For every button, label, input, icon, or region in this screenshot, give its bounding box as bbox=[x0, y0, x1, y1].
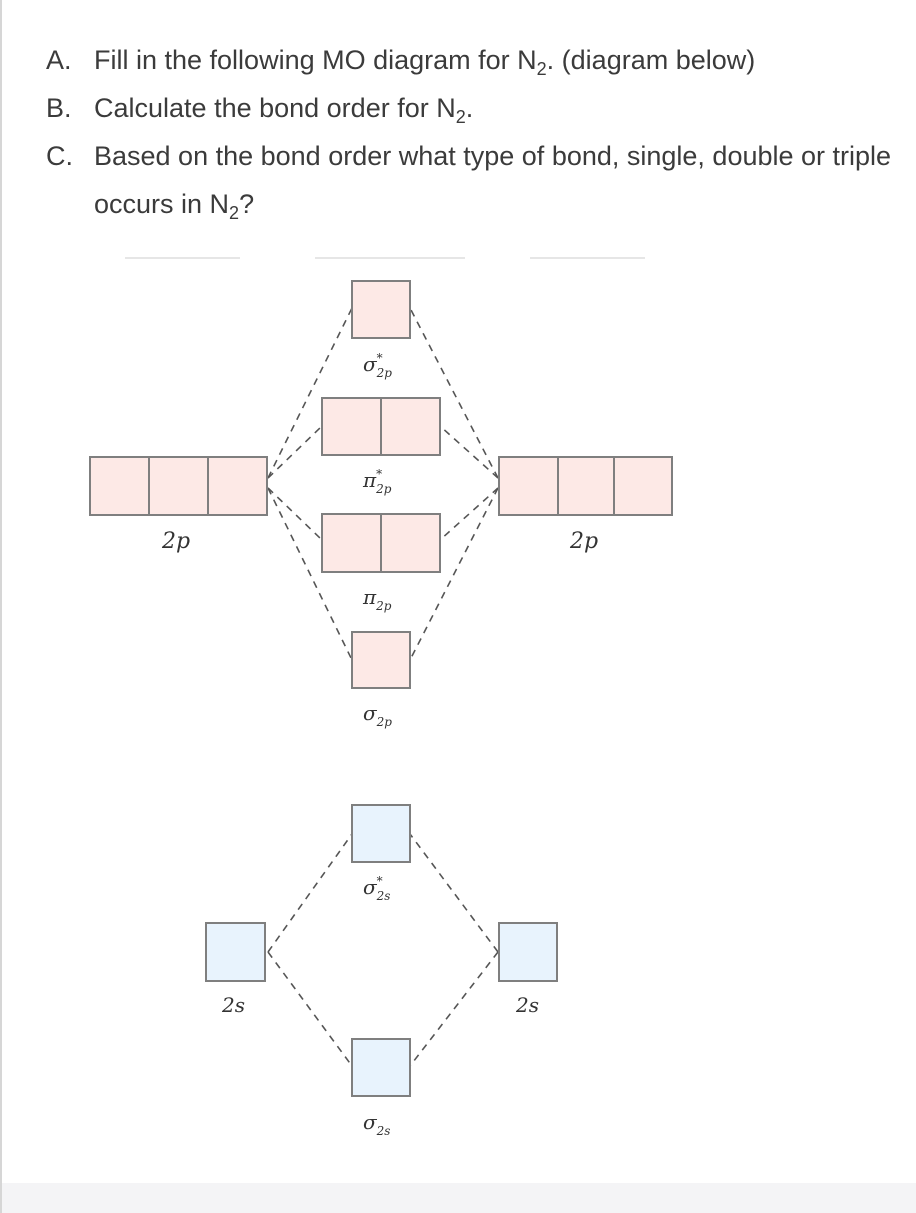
mo-sigma-star-2s-box[interactable] bbox=[351, 804, 411, 863]
question-marker: B. bbox=[46, 93, 72, 123]
mo-sigma-star-2s-label: σ*2s bbox=[363, 874, 390, 903]
atomic-2s-left-box[interactable] bbox=[205, 922, 266, 982]
atomic-2p-left-label: 2p bbox=[161, 529, 190, 554]
mo-sigma-2p-box[interactable] bbox=[351, 631, 411, 689]
mo-sigma-2s-box[interactable] bbox=[351, 1038, 411, 1097]
atomic-2s-left-label: 2s bbox=[221, 993, 245, 1017]
mo-sigma-2s-label: σ2s bbox=[363, 1110, 390, 1138]
mo-sigma-2p-label: σ2p bbox=[363, 701, 392, 729]
left-border bbox=[0, 0, 2, 1213]
mo-pi-2p-label: π2p bbox=[362, 585, 392, 613]
question-text: Based on the bond order what type of bon… bbox=[94, 141, 892, 223]
question-c: C. Based on the bond order what type of … bbox=[46, 132, 896, 228]
question-text: Calculate the bond order for N2. bbox=[94, 93, 474, 127]
question-marker: C. bbox=[46, 141, 73, 171]
atomic-2p-left[interactable] bbox=[89, 456, 268, 516]
mo-pi-star-2p-label: π*2p bbox=[362, 467, 392, 496]
atomic-2p-right[interactable] bbox=[498, 456, 673, 516]
atomic-2s-right-box[interactable] bbox=[498, 922, 558, 982]
question-marker: A. bbox=[46, 45, 72, 75]
question-b: B. Calculate the bond order for N2. bbox=[46, 84, 896, 132]
mo-sigma-star-2p-box[interactable] bbox=[351, 280, 411, 339]
atomic-2s-right-label: 2s bbox=[515, 993, 539, 1017]
bottom-band bbox=[2, 1183, 916, 1213]
question-a: A. Fill in the following MO diagram for … bbox=[46, 36, 896, 84]
mo-pi-star-2p-boxes[interactable] bbox=[321, 397, 441, 456]
mo-sigma-star-2p-label: σ*2p bbox=[363, 351, 392, 380]
question-text: Fill in the following MO diagram for N2.… bbox=[94, 45, 756, 79]
correlation-lines bbox=[267, 307, 499, 1067]
atomic-2p-right-label: 2p bbox=[569, 529, 598, 554]
question-list: A. Fill in the following MO diagram for … bbox=[46, 36, 896, 228]
mo-pi-2p-boxes[interactable] bbox=[321, 513, 441, 573]
